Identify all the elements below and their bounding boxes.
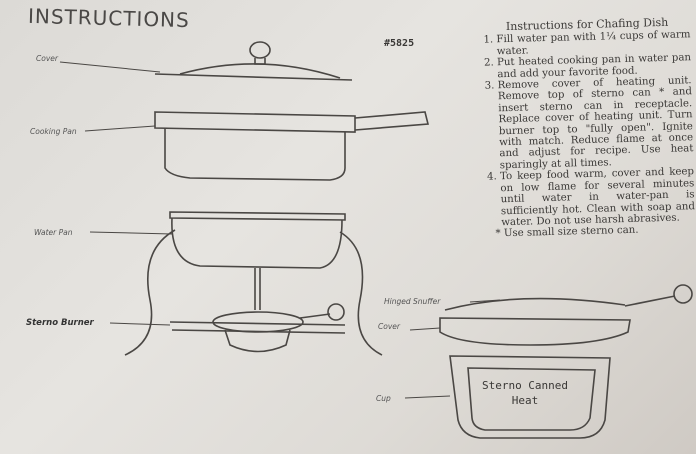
cooking-pan-drawing [84,111,430,181]
label-cup: Cup [376,394,391,403]
burner-cover-drawing [409,284,693,346]
can-label: Sterno Canned Heat [470,378,580,408]
label-burner-cover: Cover [378,322,400,331]
can-label-line2: Heat [511,394,539,407]
cover-drawing [59,41,353,81]
label-cooking-pan: Cooking Pan [30,127,77,136]
water-pan-drawing [89,211,383,356]
sterno-burner-drawing [109,303,345,353]
model-number: #5825 [384,38,415,49]
label-sterno-burner: Sterno Burner [26,318,94,328]
can-label-line1: Sterno Canned [481,379,569,392]
label-cover: Cover [36,54,58,63]
label-water-pan: Water Pan [34,228,73,237]
label-hinged-snuffer: Hinged Snuffer [384,297,441,306]
cup-drawing [404,355,611,439]
